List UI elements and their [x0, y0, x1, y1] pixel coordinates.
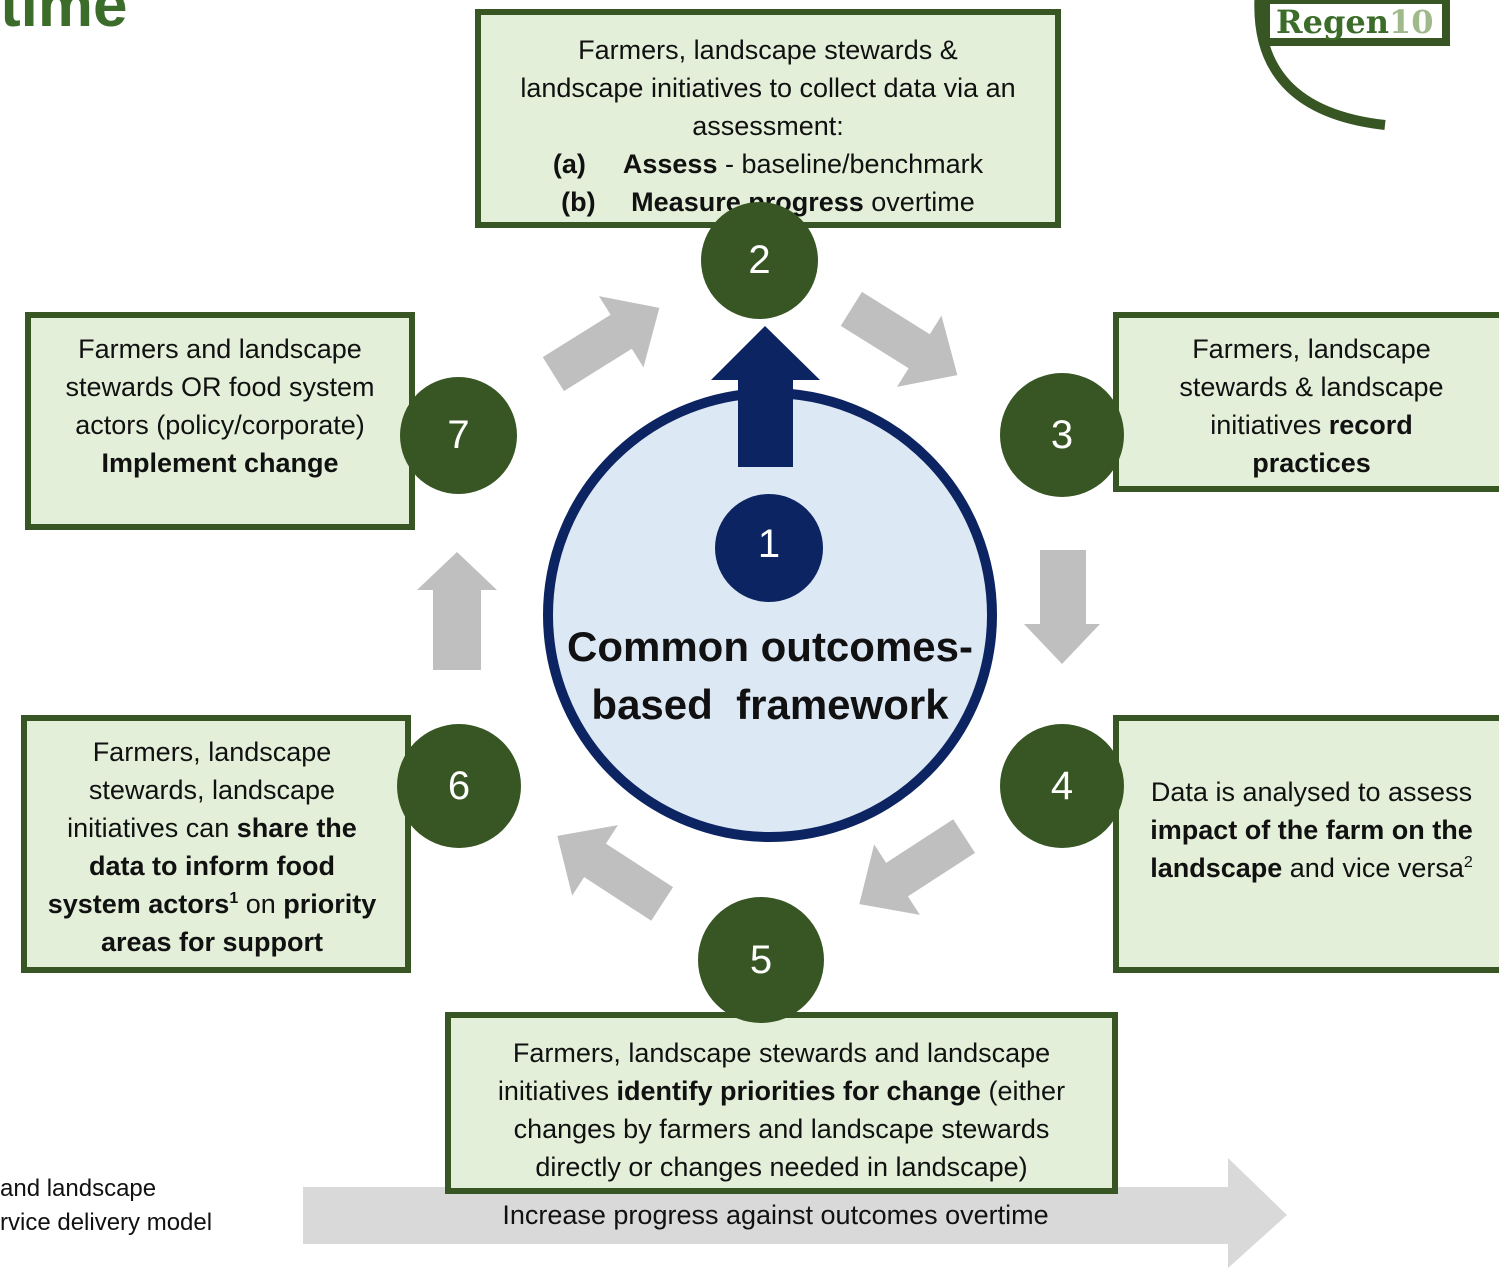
step-7-circle: 7	[400, 377, 517, 494]
step-7-box: Farmers and landscape stewards OR food s…	[25, 312, 415, 530]
step-6-line4: data to inform food	[89, 851, 335, 881]
regen10-logo: Regen10	[1240, 0, 1450, 130]
step-1-number: 1	[757, 522, 781, 566]
step-4-box: Data is analysed to assess impact of the…	[1113, 715, 1499, 973]
cycle-arrow-7-to-2	[542, 296, 660, 392]
framework-title-line1: Common outcomes-	[566, 623, 973, 670]
step-4-line1: Data is analysed to assess	[1150, 777, 1473, 807]
step-6-line1: Farmers, landscape	[92, 737, 332, 767]
step-3-circle: 3	[1000, 373, 1124, 497]
step-3-number: 3	[1050, 412, 1074, 457]
step-2-item-a: (a)Assess - baseline/benchmark	[552, 149, 984, 179]
step-4-line2: impact of the farm on the	[1150, 815, 1473, 845]
step-2-number: 2	[748, 238, 771, 282]
step-7-line3: actors (policy/corporate)	[75, 410, 365, 440]
step-6-number: 6	[447, 763, 471, 808]
step-7-line4: Implement change	[101, 448, 339, 478]
step-3-line4: practices	[1252, 448, 1371, 478]
framework-title: Common outcomes- based framework	[548, 618, 992, 734]
step-7-line2: stewards OR food system	[65, 372, 375, 402]
step-5-box: Farmers, landscape stewards and landscap…	[445, 1012, 1118, 1194]
logo-arc-icon	[1254, 0, 1450, 130]
cycle-arrow-6-to-7	[417, 552, 497, 670]
cycle-arrow-3-to-4	[1024, 550, 1100, 664]
step-7-number: 7	[447, 413, 470, 457]
step-2-circle: 2	[701, 202, 818, 319]
step-7-line1: Farmers and landscape	[78, 334, 362, 364]
step-5-line1: Farmers, landscape stewards and landscap…	[512, 1038, 1051, 1068]
step-6-circle: 6	[397, 724, 521, 848]
step-3-line3: initiatives record	[1210, 410, 1413, 440]
cycle-arrow-4-to-5	[859, 819, 976, 915]
progress-arrow	[303, 1158, 1287, 1268]
step-5-line2: initiatives identify priorities for chan…	[497, 1076, 1066, 1106]
step-4-line3: landscape and vice versa2	[1150, 853, 1473, 883]
progress-arrow-label: Increase progress against outcomes overt…	[502, 1200, 1049, 1230]
step-6-line6: areas for support	[100, 927, 324, 957]
logo-text-num: 10	[1388, 3, 1434, 41]
step-5-line4: directly or changes needed in landscape)	[535, 1152, 1028, 1182]
framework-title-line2: based framework	[591, 681, 949, 728]
step-2-line3: assessment:	[692, 111, 844, 141]
logo-text-main: Regen	[1276, 3, 1389, 41]
step-1-circle	[715, 494, 823, 602]
step-6-box: Farmers, landscape stewards, landscape i…	[21, 715, 411, 973]
step-6-line3: initiatives can share the	[67, 813, 357, 843]
step-3-line2: stewards & landscape	[1179, 372, 1444, 402]
step-3-line1: Farmers, landscape	[1192, 334, 1431, 364]
step-6-line5: system actors1 on priority	[47, 889, 377, 919]
cycle-arrow-2-to-3	[840, 291, 958, 387]
step-5-circle: 5	[698, 897, 824, 1023]
cycle-arrow-5-to-6	[557, 825, 674, 921]
step-5-line3: changes by farmers and landscape steward…	[513, 1114, 1050, 1144]
step-2-line2: landscape initiatives to collect data vi…	[520, 73, 1016, 103]
footnote-line2: rvice delivery model	[0, 1209, 213, 1236]
step-5-number: 5	[749, 937, 773, 982]
step-2-line1: Farmers, landscape stewards &	[578, 35, 958, 65]
center-up-arrow	[711, 326, 820, 467]
page-title-fragment: time	[0, 0, 128, 40]
step-2-box: Farmers, landscape stewards & landscape …	[475, 9, 1061, 228]
step-3-box: Farmers, landscape stewards & landscape …	[1113, 312, 1499, 492]
step-4-circle: 4	[1000, 724, 1124, 848]
footnote-fragment: and landscape rvice delivery model	[0, 1172, 212, 1240]
step-6-line2: stewards, landscape	[88, 775, 336, 805]
footnote-line1: and landscape	[0, 1175, 157, 1202]
step-4-number: 4	[1050, 763, 1074, 808]
